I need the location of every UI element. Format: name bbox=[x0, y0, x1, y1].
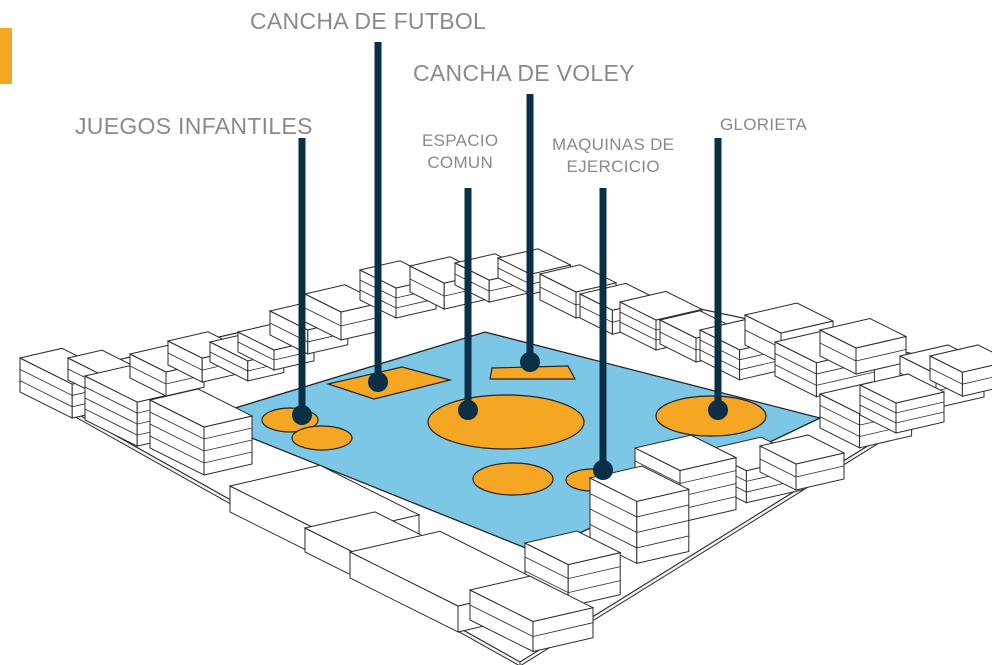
block-r12-layer-line bbox=[859, 394, 945, 414]
block-l5-top bbox=[148, 388, 254, 428]
features bbox=[261, 365, 767, 496]
block-fr4-layer-line bbox=[589, 524, 689, 549]
label-espacio-comun-line2: COMUN bbox=[427, 153, 494, 172]
block-fr5-layer-line bbox=[524, 570, 621, 594]
pin-glorieta-dot bbox=[708, 400, 728, 420]
block-fr2-layer-line bbox=[759, 458, 845, 478]
block-fr3-top bbox=[633, 434, 738, 472]
espacio-comun-shape bbox=[427, 394, 585, 450]
block-r10-top bbox=[928, 344, 992, 373]
label-espacio-comun-line1: ESPACIO bbox=[422, 131, 499, 150]
label-cancha-futbol: CANCHA DE FUTBOL bbox=[250, 8, 487, 34]
block-fr2-top bbox=[758, 434, 846, 465]
block-fr5-layer-line bbox=[524, 556, 621, 580]
maquinas-ellipse-1 bbox=[472, 462, 554, 496]
block-fr3-layer-line bbox=[634, 460, 737, 484]
block-l5 bbox=[148, 388, 254, 476]
block-l10 bbox=[303, 284, 383, 341]
block-r1-top bbox=[538, 264, 618, 293]
block-r8 bbox=[818, 317, 908, 375]
block-fl4 bbox=[468, 575, 595, 653]
block-fr4-top bbox=[588, 465, 691, 502]
block-l11-layer-line bbox=[359, 289, 437, 309]
block-l10-layer-line bbox=[304, 307, 382, 327]
block-r12 bbox=[858, 373, 946, 434]
block-l5-layer-line bbox=[149, 435, 253, 464]
label-maquinas-line1: MAQUINAS DE bbox=[552, 135, 675, 154]
label-juegos-infantiles: JUEGOS INFANTILES bbox=[75, 113, 313, 139]
label-maquinas-line2: EJERCICIO bbox=[566, 157, 660, 176]
cancha-voley-shape bbox=[489, 365, 577, 380]
block-r7-layer-line bbox=[774, 364, 875, 386]
block-l4-layer-line bbox=[129, 365, 205, 385]
pin-juegos-infantiles-dot bbox=[292, 405, 312, 425]
block-r12-top bbox=[858, 373, 946, 404]
block-fr4 bbox=[588, 465, 691, 565]
pin-cancha-futbol-dot bbox=[368, 372, 388, 392]
label-cancha-voley: CANCHA DE VOLEY bbox=[413, 60, 635, 86]
block-r3-top bbox=[618, 290, 704, 321]
block-r10 bbox=[928, 344, 992, 398]
pin-maquinas-ejercicio-dot bbox=[593, 460, 613, 480]
accent-tab bbox=[0, 28, 12, 84]
block-fr4-layer-line bbox=[589, 508, 689, 533]
block-r10-layer-line bbox=[929, 367, 992, 385]
pin-espacio-comun-dot bbox=[458, 400, 478, 420]
pins bbox=[292, 42, 728, 480]
block-r12-layer-line bbox=[859, 404, 945, 424]
block-r5-layer-line bbox=[699, 349, 788, 371]
block-l5-layer-line bbox=[149, 411, 253, 440]
block-r8-layer-line bbox=[819, 342, 907, 362]
block-r6-top bbox=[743, 302, 835, 334]
juegos-ellipse-2 bbox=[291, 425, 353, 451]
block-fr5-top bbox=[523, 530, 622, 566]
pin-cancha-voley-dot bbox=[520, 352, 540, 372]
label-espacio-comun: ESPACIO COMUN bbox=[422, 130, 498, 174]
label-glorieta: GLORIETA bbox=[720, 115, 808, 134]
block-fr4-layer-line bbox=[589, 493, 689, 518]
block-l5-layer-line bbox=[149, 423, 253, 452]
block-fr2 bbox=[758, 434, 846, 491]
block-fl4-layer-line bbox=[469, 604, 594, 637]
block-fl4-top bbox=[468, 575, 595, 623]
block-l14-top bbox=[496, 248, 572, 275]
label-maquinas-ejercicio: MAQUINAS DE EJERCICIO bbox=[552, 134, 674, 178]
block-r8-top bbox=[818, 317, 908, 349]
